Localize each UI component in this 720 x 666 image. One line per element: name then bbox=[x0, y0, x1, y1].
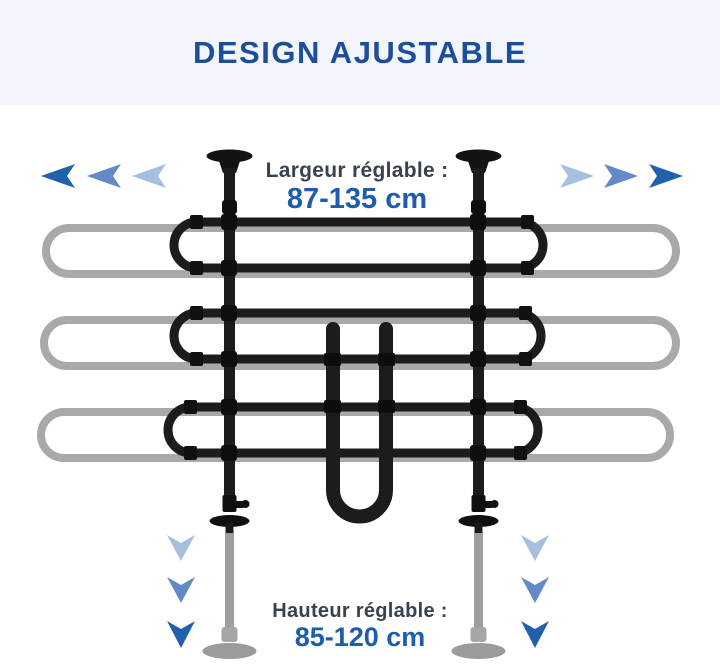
extension-bar-top bbox=[42, 224, 680, 278]
barrier-bar-top bbox=[169, 217, 548, 273]
width-value: 87-135 cm bbox=[286, 182, 428, 215]
height-arrow-left-dark-icon bbox=[167, 621, 195, 648]
center-u-bar bbox=[324, 322, 395, 524]
height-value: 85-120 cm bbox=[294, 622, 426, 653]
right-post-top-cap bbox=[455, 149, 502, 163]
support-poles bbox=[202, 533, 506, 659]
right-post bbox=[455, 149, 502, 508]
width-arrow-right-medium-icon bbox=[604, 164, 638, 188]
right-pole-foot bbox=[451, 643, 506, 659]
width-callout: Largeur réglable : 87-135 cm bbox=[207, 159, 507, 215]
header-banner: DESIGN AJUSTABLE bbox=[0, 0, 720, 105]
height-adjust-clamps bbox=[209, 495, 499, 535]
height-arrow-left-medium-icon bbox=[167, 577, 195, 603]
width-arrow-left-medium-icon bbox=[87, 164, 121, 188]
height-arrow-left-light-icon bbox=[167, 535, 195, 561]
left-pole bbox=[202, 533, 257, 659]
right-pole bbox=[451, 533, 506, 659]
width-arrows-right bbox=[560, 164, 683, 188]
width-arrow-left-dark-icon bbox=[41, 164, 75, 188]
height-arrows-right bbox=[521, 535, 549, 648]
height-arrow-right-medium-icon bbox=[521, 577, 549, 603]
left-post-top-cap bbox=[206, 149, 253, 163]
height-arrow-right-light-icon bbox=[521, 535, 549, 561]
left-post bbox=[206, 149, 253, 508]
width-label: Largeur réglable : bbox=[265, 159, 449, 182]
height-arrows-left bbox=[167, 535, 195, 648]
left-pole-foot bbox=[202, 643, 257, 659]
vertical-posts bbox=[206, 149, 502, 508]
width-arrows-left bbox=[41, 164, 166, 188]
black-barrier-bars bbox=[163, 215, 548, 460]
height-callout: Hauteur réglable : 85-120 cm bbox=[210, 600, 510, 653]
barrier-bar-bottom bbox=[163, 402, 543, 458]
right-clamp bbox=[458, 495, 499, 535]
extension-bar-bottom bbox=[37, 408, 674, 462]
bar-locking-collars bbox=[184, 215, 534, 460]
barrier-bar-middle bbox=[169, 308, 546, 364]
gray-extension-bars bbox=[37, 224, 680, 462]
width-arrow-right-light-icon bbox=[560, 164, 594, 188]
width-arrow-left-light-icon bbox=[132, 164, 166, 188]
page-title: DESIGN AJUSTABLE bbox=[192, 34, 528, 70]
height-label: Hauteur réglable : bbox=[272, 600, 448, 622]
height-arrow-right-dark-icon bbox=[521, 621, 549, 648]
left-clamp bbox=[209, 495, 250, 535]
width-arrow-right-dark-icon bbox=[649, 164, 683, 188]
extension-bar-middle bbox=[40, 316, 680, 370]
